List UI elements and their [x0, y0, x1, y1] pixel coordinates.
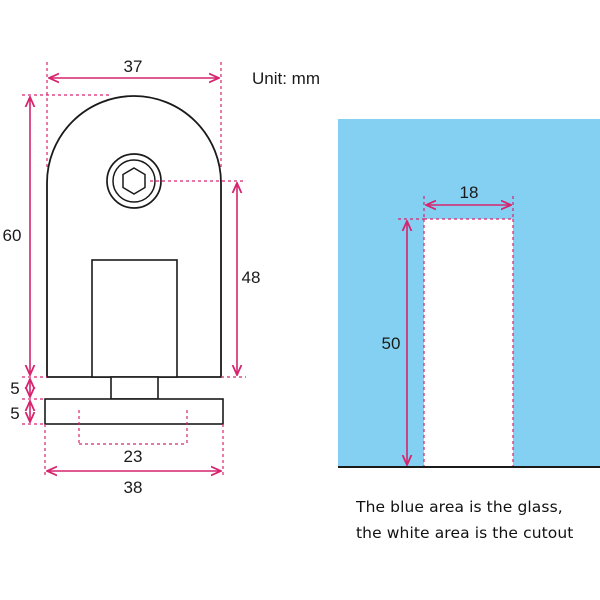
cutout-area	[424, 219, 513, 467]
dim-label-cutout-height: 50	[382, 334, 401, 353]
hex-socket-icon	[122, 167, 146, 195]
dim-label-neck: 5	[10, 379, 19, 398]
clamp-base-plate	[44, 398, 224, 425]
dim-label-base: 5	[10, 404, 19, 423]
caption-line-2: the white area is the cutout	[356, 524, 574, 542]
caption-line-1: The blue area is the glass,	[356, 498, 563, 516]
dim-label-height-total: 60	[3, 226, 22, 245]
clamp-drawing: 37 60 48 5 5 23 38	[3, 57, 261, 497]
caption: The blue area is the glass, the white ar…	[356, 494, 596, 546]
screw-inner-circle	[112, 159, 156, 203]
dim-label-cutout-width: 18	[460, 183, 479, 202]
screw-outer-circle	[106, 153, 162, 209]
glass-drawing: 18 50	[338, 119, 600, 468]
unit-label: Unit: mm	[252, 69, 320, 88]
clamp-inner-slot	[91, 259, 178, 378]
dim-label-height-body: 48	[242, 268, 261, 287]
dim-label-base-inner: 23	[124, 447, 143, 466]
clamp-neck	[110, 376, 159, 400]
dim-label-width-top: 37	[124, 57, 143, 76]
dim-label-base-width: 38	[124, 478, 143, 497]
